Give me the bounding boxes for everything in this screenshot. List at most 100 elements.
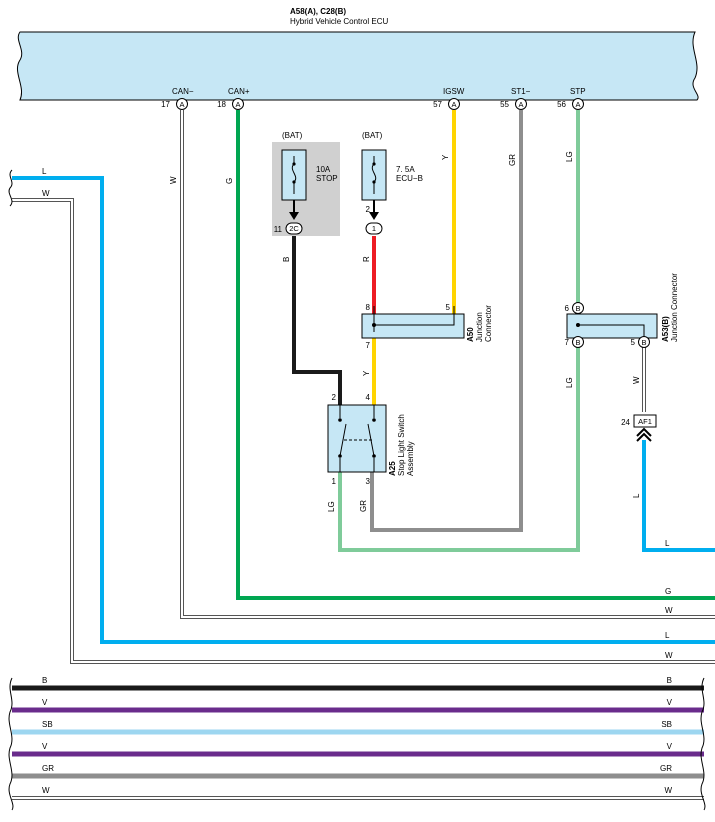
svg-text:1: 1 bbox=[332, 477, 337, 486]
break-marks bbox=[8, 169, 706, 811]
svg-text:GR: GR bbox=[508, 154, 517, 166]
ecu-code: A58(A), C28(B) bbox=[290, 7, 346, 16]
svg-text:LG: LG bbox=[327, 501, 336, 512]
bus-line-label: B bbox=[42, 676, 47, 685]
ecu-terminal-label: ST1− bbox=[511, 87, 531, 96]
svg-text:5: 5 bbox=[631, 338, 636, 347]
bus-line-label: SB bbox=[661, 720, 672, 729]
wire-af1-l bbox=[642, 440, 715, 552]
thin-white-wires bbox=[12, 110, 715, 664]
svg-text:A: A bbox=[235, 100, 240, 109]
svg-text:B: B bbox=[641, 338, 646, 347]
svg-text:Connector: Connector bbox=[484, 305, 493, 342]
svg-text:B: B bbox=[282, 257, 291, 262]
bus-line-label: W bbox=[42, 786, 50, 795]
ecu-name: Hybrid Vehicle Control ECU bbox=[290, 17, 388, 26]
bus-line-label: V bbox=[42, 742, 48, 751]
svg-text:Junction Connector: Junction Connector bbox=[670, 273, 679, 342]
svg-text:(BAT): (BAT) bbox=[282, 131, 303, 140]
fuse-stop: (BAT) 10A STOP 2C 11 bbox=[272, 131, 340, 236]
svg-text:A25: A25 bbox=[388, 461, 397, 476]
svg-text:7: 7 bbox=[366, 341, 371, 350]
wire-color-labels: W G Y GR LG B R Y LG W L LG GR L W bbox=[42, 151, 641, 512]
svg-text:2: 2 bbox=[332, 393, 337, 402]
bus-line-label: GR bbox=[660, 764, 672, 773]
svg-text:A50: A50 bbox=[466, 327, 475, 342]
bus-line-label: SB bbox=[42, 720, 53, 729]
wire-can-plus bbox=[236, 110, 715, 600]
wire-left-l bbox=[12, 176, 715, 644]
pin-number: 55 bbox=[500, 100, 509, 109]
svg-text:B: B bbox=[575, 338, 580, 347]
svg-text:L: L bbox=[632, 493, 641, 498]
svg-text:24: 24 bbox=[621, 418, 630, 427]
svg-text:G: G bbox=[225, 178, 234, 184]
svg-text:W: W bbox=[169, 176, 178, 184]
fuse-ecu-b: (BAT) 7. 5A ECU−B 2 1 bbox=[361, 131, 423, 235]
svg-text:AF1: AF1 bbox=[638, 417, 652, 426]
pin-number: 18 bbox=[217, 100, 226, 109]
bus-line-label: W bbox=[664, 786, 672, 795]
ecu-terminal-label: STP bbox=[570, 87, 586, 96]
ecu-box bbox=[16, 31, 699, 101]
svg-text:LG: LG bbox=[565, 151, 574, 162]
svg-text:LG: LG bbox=[565, 377, 574, 388]
pin-number: 17 bbox=[161, 100, 170, 109]
svg-text:A: A bbox=[575, 100, 580, 109]
wire-st1 bbox=[370, 110, 523, 532]
svg-text:B: B bbox=[575, 304, 580, 313]
junction-connector-a53: B 6 B 7 B 5 A53(B) Junction Connector bbox=[565, 273, 679, 348]
stop-light-switch-a25: 2 4 1 3 A25 Stop Light Switch Assembly bbox=[327, 393, 415, 486]
junction-connector-a50: 8 5 7 A50 Junction Connector bbox=[361, 303, 493, 350]
svg-text:Junction: Junction bbox=[475, 312, 484, 342]
ecu-pins: A 17 A 18 A 57 A 55 A 56 bbox=[161, 98, 584, 110]
svg-text:2: 2 bbox=[366, 205, 371, 214]
svg-text:L: L bbox=[665, 539, 670, 548]
svg-text:7. 5A: 7. 5A bbox=[396, 165, 415, 174]
svg-text:L: L bbox=[42, 167, 47, 176]
pin-number: 56 bbox=[557, 100, 566, 109]
wire-stop-fuse-out bbox=[292, 236, 342, 405]
ecu-terminal-label: CAN+ bbox=[228, 87, 250, 96]
svg-text:Assembly: Assembly bbox=[406, 441, 415, 476]
bus-line-label: V bbox=[667, 742, 673, 751]
svg-text:W: W bbox=[42, 189, 50, 198]
svg-text:W: W bbox=[632, 376, 641, 384]
ecu-terminal-label: IGSW bbox=[443, 87, 465, 96]
svg-text:7: 7 bbox=[565, 338, 570, 347]
svg-text:W: W bbox=[665, 606, 673, 615]
svg-text:A: A bbox=[518, 100, 523, 109]
connector-af1: AF1 24 bbox=[621, 414, 657, 442]
svg-text:Y: Y bbox=[441, 154, 450, 160]
svg-text:10A: 10A bbox=[316, 165, 331, 174]
svg-text:R: R bbox=[362, 256, 371, 262]
svg-text:STOP: STOP bbox=[316, 174, 338, 183]
svg-text:11: 11 bbox=[274, 225, 283, 234]
right-edge-labels: L G W L W bbox=[665, 539, 673, 660]
svg-text:(BAT): (BAT) bbox=[362, 131, 383, 140]
svg-text:G: G bbox=[665, 587, 671, 596]
svg-text:W: W bbox=[665, 651, 673, 660]
svg-text:Stop Light Switch: Stop Light Switch bbox=[397, 414, 406, 476]
pin-number: 57 bbox=[433, 100, 442, 109]
svg-text:2C: 2C bbox=[289, 224, 299, 233]
svg-text:ECU−B: ECU−B bbox=[396, 174, 423, 183]
svg-text:A: A bbox=[451, 100, 456, 109]
bus-line-label: V bbox=[667, 698, 673, 707]
svg-text:3: 3 bbox=[366, 477, 371, 486]
svg-text:A53(B): A53(B) bbox=[661, 316, 670, 342]
svg-text:1: 1 bbox=[372, 224, 376, 233]
svg-text:GR: GR bbox=[359, 500, 368, 512]
svg-text:4: 4 bbox=[366, 393, 371, 402]
bus-line-label: V bbox=[42, 698, 48, 707]
svg-text:Y: Y bbox=[362, 370, 371, 376]
svg-text:A: A bbox=[179, 100, 184, 109]
svg-text:5: 5 bbox=[446, 303, 451, 312]
svg-text:L: L bbox=[665, 631, 670, 640]
wire-a53-out bbox=[338, 345, 580, 552]
ecu-terminal-label: CAN− bbox=[172, 87, 194, 96]
svg-text:6: 6 bbox=[565, 304, 570, 313]
svg-text:8: 8 bbox=[366, 303, 371, 312]
